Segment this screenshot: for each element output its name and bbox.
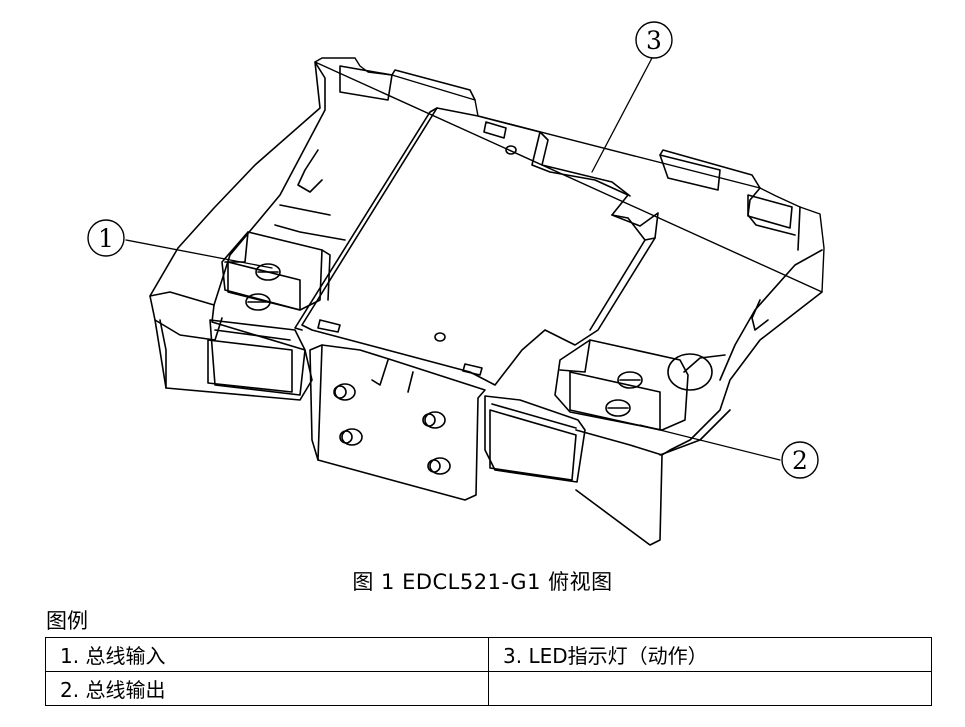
legend-cell: 2. 总线输出 (45, 671, 489, 706)
legend-title: 图例 (46, 609, 88, 633)
svg-text:1: 1 (98, 224, 114, 253)
enclosure (149, 57, 825, 546)
terminal-block-output (554, 339, 713, 431)
terminal-block-input (221, 231, 331, 311)
cover-clips (339, 65, 793, 229)
callout-1: 1 (87, 219, 125, 257)
callout-2: 2 (781, 441, 819, 479)
legend-table: 1. 总线输入 3. LED指示灯（动作） 2. 总线输出 (45, 637, 932, 706)
legend-cell: 1. 总线输入 (45, 637, 489, 672)
module-cover (294, 107, 659, 386)
table-row: 1. 总线输入 3. LED指示灯（动作） (45, 637, 932, 672)
device-top-view-drawing: 1 2 3 (87, 21, 825, 546)
legend-cell (488, 671, 932, 706)
svg-text:3: 3 (646, 26, 662, 55)
callout-3: 3 (635, 21, 673, 59)
legend-cell: 3. LED指示灯（动作） (488, 637, 932, 672)
figure-caption: 图 1 EDCL521-G1 俯视图 (352, 570, 613, 594)
table-row: 2. 总线输出 (45, 671, 932, 706)
callout-leaders (125, 57, 781, 461)
svg-text:2: 2 (792, 446, 808, 475)
